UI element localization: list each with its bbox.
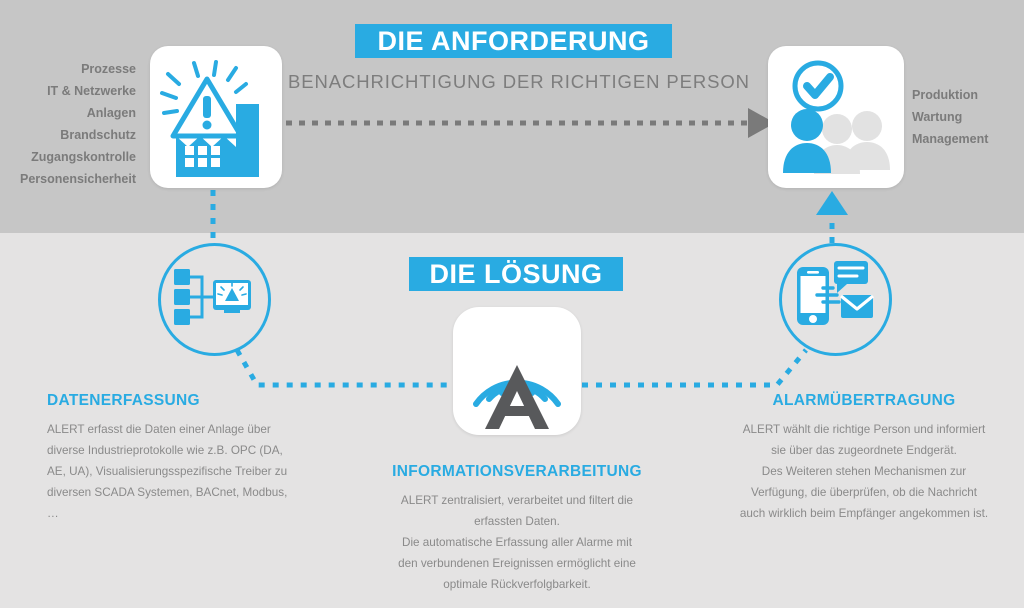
block-line: diverse Industrieprotokolle wie z.B. OPC… xyxy=(47,444,283,457)
block-datenerfassung: DATENERFASSUNG ALERT erfasst die Daten e… xyxy=(47,392,297,524)
block-title: DATENERFASSUNG xyxy=(47,392,200,409)
factory-alert-icon xyxy=(160,60,259,177)
block-line: optimale Rückverfolgbarkeit. xyxy=(443,578,591,591)
block-body: ALERT wählt die richtige Person und info… xyxy=(730,419,998,524)
requirement-left-keywords: Prozesse IT & Netzwerke Anlagen Brandsch… xyxy=(0,58,136,190)
keyword-item: IT & Netzwerke xyxy=(47,84,136,98)
alert-logo-card xyxy=(453,307,581,435)
keyword-item: Prozesse xyxy=(81,62,136,76)
dashed-arrow-right-icon xyxy=(286,108,775,138)
data-acquisition-badge xyxy=(158,243,271,356)
block-line: erfassten Daten. xyxy=(474,515,560,528)
requirement-right-keywords: Produktion Wartung Management xyxy=(912,84,1024,150)
block-line: ALERT erfasst die Daten einer Anlage übe… xyxy=(47,423,271,436)
dotted-connector-right xyxy=(582,348,808,388)
block-line: Verfügung, die überprüfen, ob die Nachri… xyxy=(750,486,978,499)
block-title: ALARMÜBERTRAGUNG xyxy=(772,392,956,409)
block-line: diversen SCADA Systemen, BACnet, Modbus,… xyxy=(47,486,288,520)
keyword-item: Produktion xyxy=(912,88,978,102)
factory-alert-card xyxy=(150,46,282,188)
block-body: ALERT erfasst die Daten einer Anlage übe… xyxy=(47,419,297,524)
block-title: INFORMATIONSVERARBEITUNG xyxy=(392,463,642,480)
keyword-item: Management xyxy=(912,132,989,146)
block-line: sie über das zugeordnete Endgerät. xyxy=(771,444,957,457)
block-line: auch wirklich beim Empfänger angekommen … xyxy=(739,507,989,520)
block-line: Die automatische Erfassung aller Alarme … xyxy=(402,536,632,549)
network-nodes-monitor-alert-icon xyxy=(174,269,251,325)
smartphone-message-email-icon xyxy=(797,261,875,325)
requirement-subtitle: BENACHRICHTIGUNG DER RICHTIGEN PERSON xyxy=(288,71,750,92)
verified-person-group-icon xyxy=(783,60,890,174)
block-line: Des Weiteren stehen Mechanismen zur xyxy=(761,465,967,478)
block-line: AE, UA), Visualisierungsspezifische Trei… xyxy=(47,465,288,478)
solution-banner: DIE LÖSUNG xyxy=(409,257,623,291)
requirement-banner: DIE ANFORDERUNG xyxy=(355,24,672,58)
keyword-item: Personensicherheit xyxy=(19,172,136,186)
block-line: ALERT wählt die richtige Person und info… xyxy=(742,423,986,436)
block-line: den verbundenen Ereignissen ermöglicht e… xyxy=(398,557,636,570)
keyword-item: Brandschutz xyxy=(60,128,136,142)
dotted-connector-left xyxy=(234,348,452,388)
alert-antenna-logo-icon xyxy=(473,365,561,429)
keyword-item: Wartung xyxy=(912,110,963,124)
block-alarmuebertragung: ALARMÜBERTRAGUNG ALERT wählt die richtig… xyxy=(730,392,998,524)
block-informationsverarbeitung: INFORMATIONSVERARBEITUNG ALERT zentralis… xyxy=(372,463,662,595)
alarm-transmission-badge xyxy=(779,243,892,356)
keyword-item: Anlagen xyxy=(86,106,136,120)
block-body: ALERT zentralisiert, verarbeitet und fil… xyxy=(372,490,662,595)
dashed-arrow-up-icon xyxy=(816,191,848,243)
keyword-item: Zugangskontrolle xyxy=(31,150,136,164)
block-line: ALERT zentralisiert, verarbeitet und fil… xyxy=(400,494,634,507)
verified-person-card xyxy=(768,46,904,188)
